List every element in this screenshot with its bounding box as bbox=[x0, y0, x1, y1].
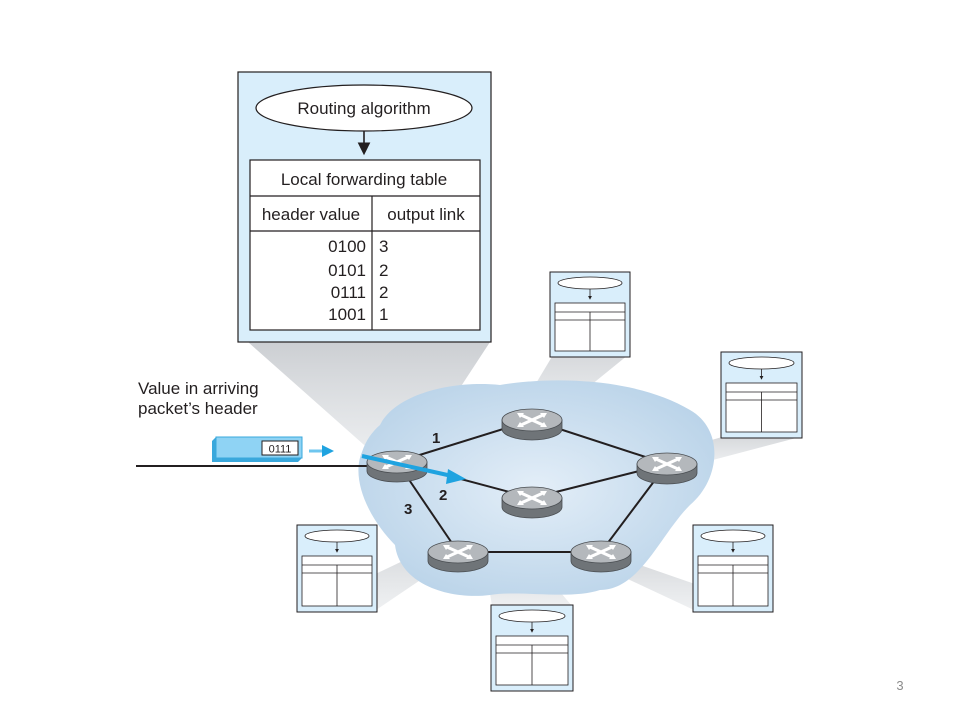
link-label-2: 2 bbox=[439, 487, 447, 504]
routers bbox=[366, 408, 698, 573]
mini-table-top-right bbox=[549, 271, 631, 358]
router-right bbox=[636, 452, 698, 485]
packet-header-value: 0111 bbox=[269, 444, 292, 456]
link-label-3: 3 bbox=[404, 501, 412, 518]
table-row-output-link: 2 bbox=[379, 283, 388, 302]
table-row-header-value: 0101 bbox=[328, 261, 366, 280]
routing-algorithm-label: Routing algorithm bbox=[297, 99, 430, 118]
forwarding-arrow bbox=[361, 454, 453, 478]
table-row-output-link: 3 bbox=[379, 237, 388, 256]
table-row-header-value: 0100 bbox=[328, 237, 366, 256]
packet-caption-line1: Value in arriving bbox=[138, 379, 259, 398]
table-row-output-link: 2 bbox=[379, 261, 388, 280]
router-middle bbox=[501, 486, 563, 519]
col-header-value: header value bbox=[262, 205, 360, 224]
slide-number: 3 bbox=[896, 678, 904, 693]
packet-motion-arrow bbox=[309, 445, 334, 457]
mini-table-lower-left bbox=[296, 524, 378, 613]
table-rows: 0100 3 0101 2 0111 2 1001 1 bbox=[328, 237, 388, 324]
packet-caption-line2: packet’s header bbox=[138, 399, 258, 418]
forwarding-table bbox=[249, 159, 481, 331]
table-row-header-value: 1001 bbox=[328, 305, 366, 324]
table-title: Local forwarding table bbox=[281, 170, 447, 189]
mini-table-bottom bbox=[490, 604, 574, 692]
router-bottom-left bbox=[427, 540, 489, 573]
packet-header-field bbox=[261, 440, 299, 456]
link-label-1: 1 bbox=[432, 430, 440, 447]
mini-forwarding-tables bbox=[296, 271, 803, 692]
router-top bbox=[501, 408, 563, 441]
router-bottom-right bbox=[570, 540, 632, 573]
mini-table-far-right bbox=[720, 351, 803, 439]
col-output-link: output link bbox=[387, 205, 465, 224]
table-row-header-value: 0111 bbox=[331, 283, 366, 302]
table-row-output-link: 1 bbox=[379, 305, 388, 324]
forwarding-arrow-head bbox=[446, 469, 466, 484]
main-routing-panel: Routing algorithm Local forwarding table… bbox=[237, 71, 492, 343]
arriving-packet: 0111 bbox=[212, 436, 303, 462]
mini-table-lower-right bbox=[692, 524, 774, 613]
